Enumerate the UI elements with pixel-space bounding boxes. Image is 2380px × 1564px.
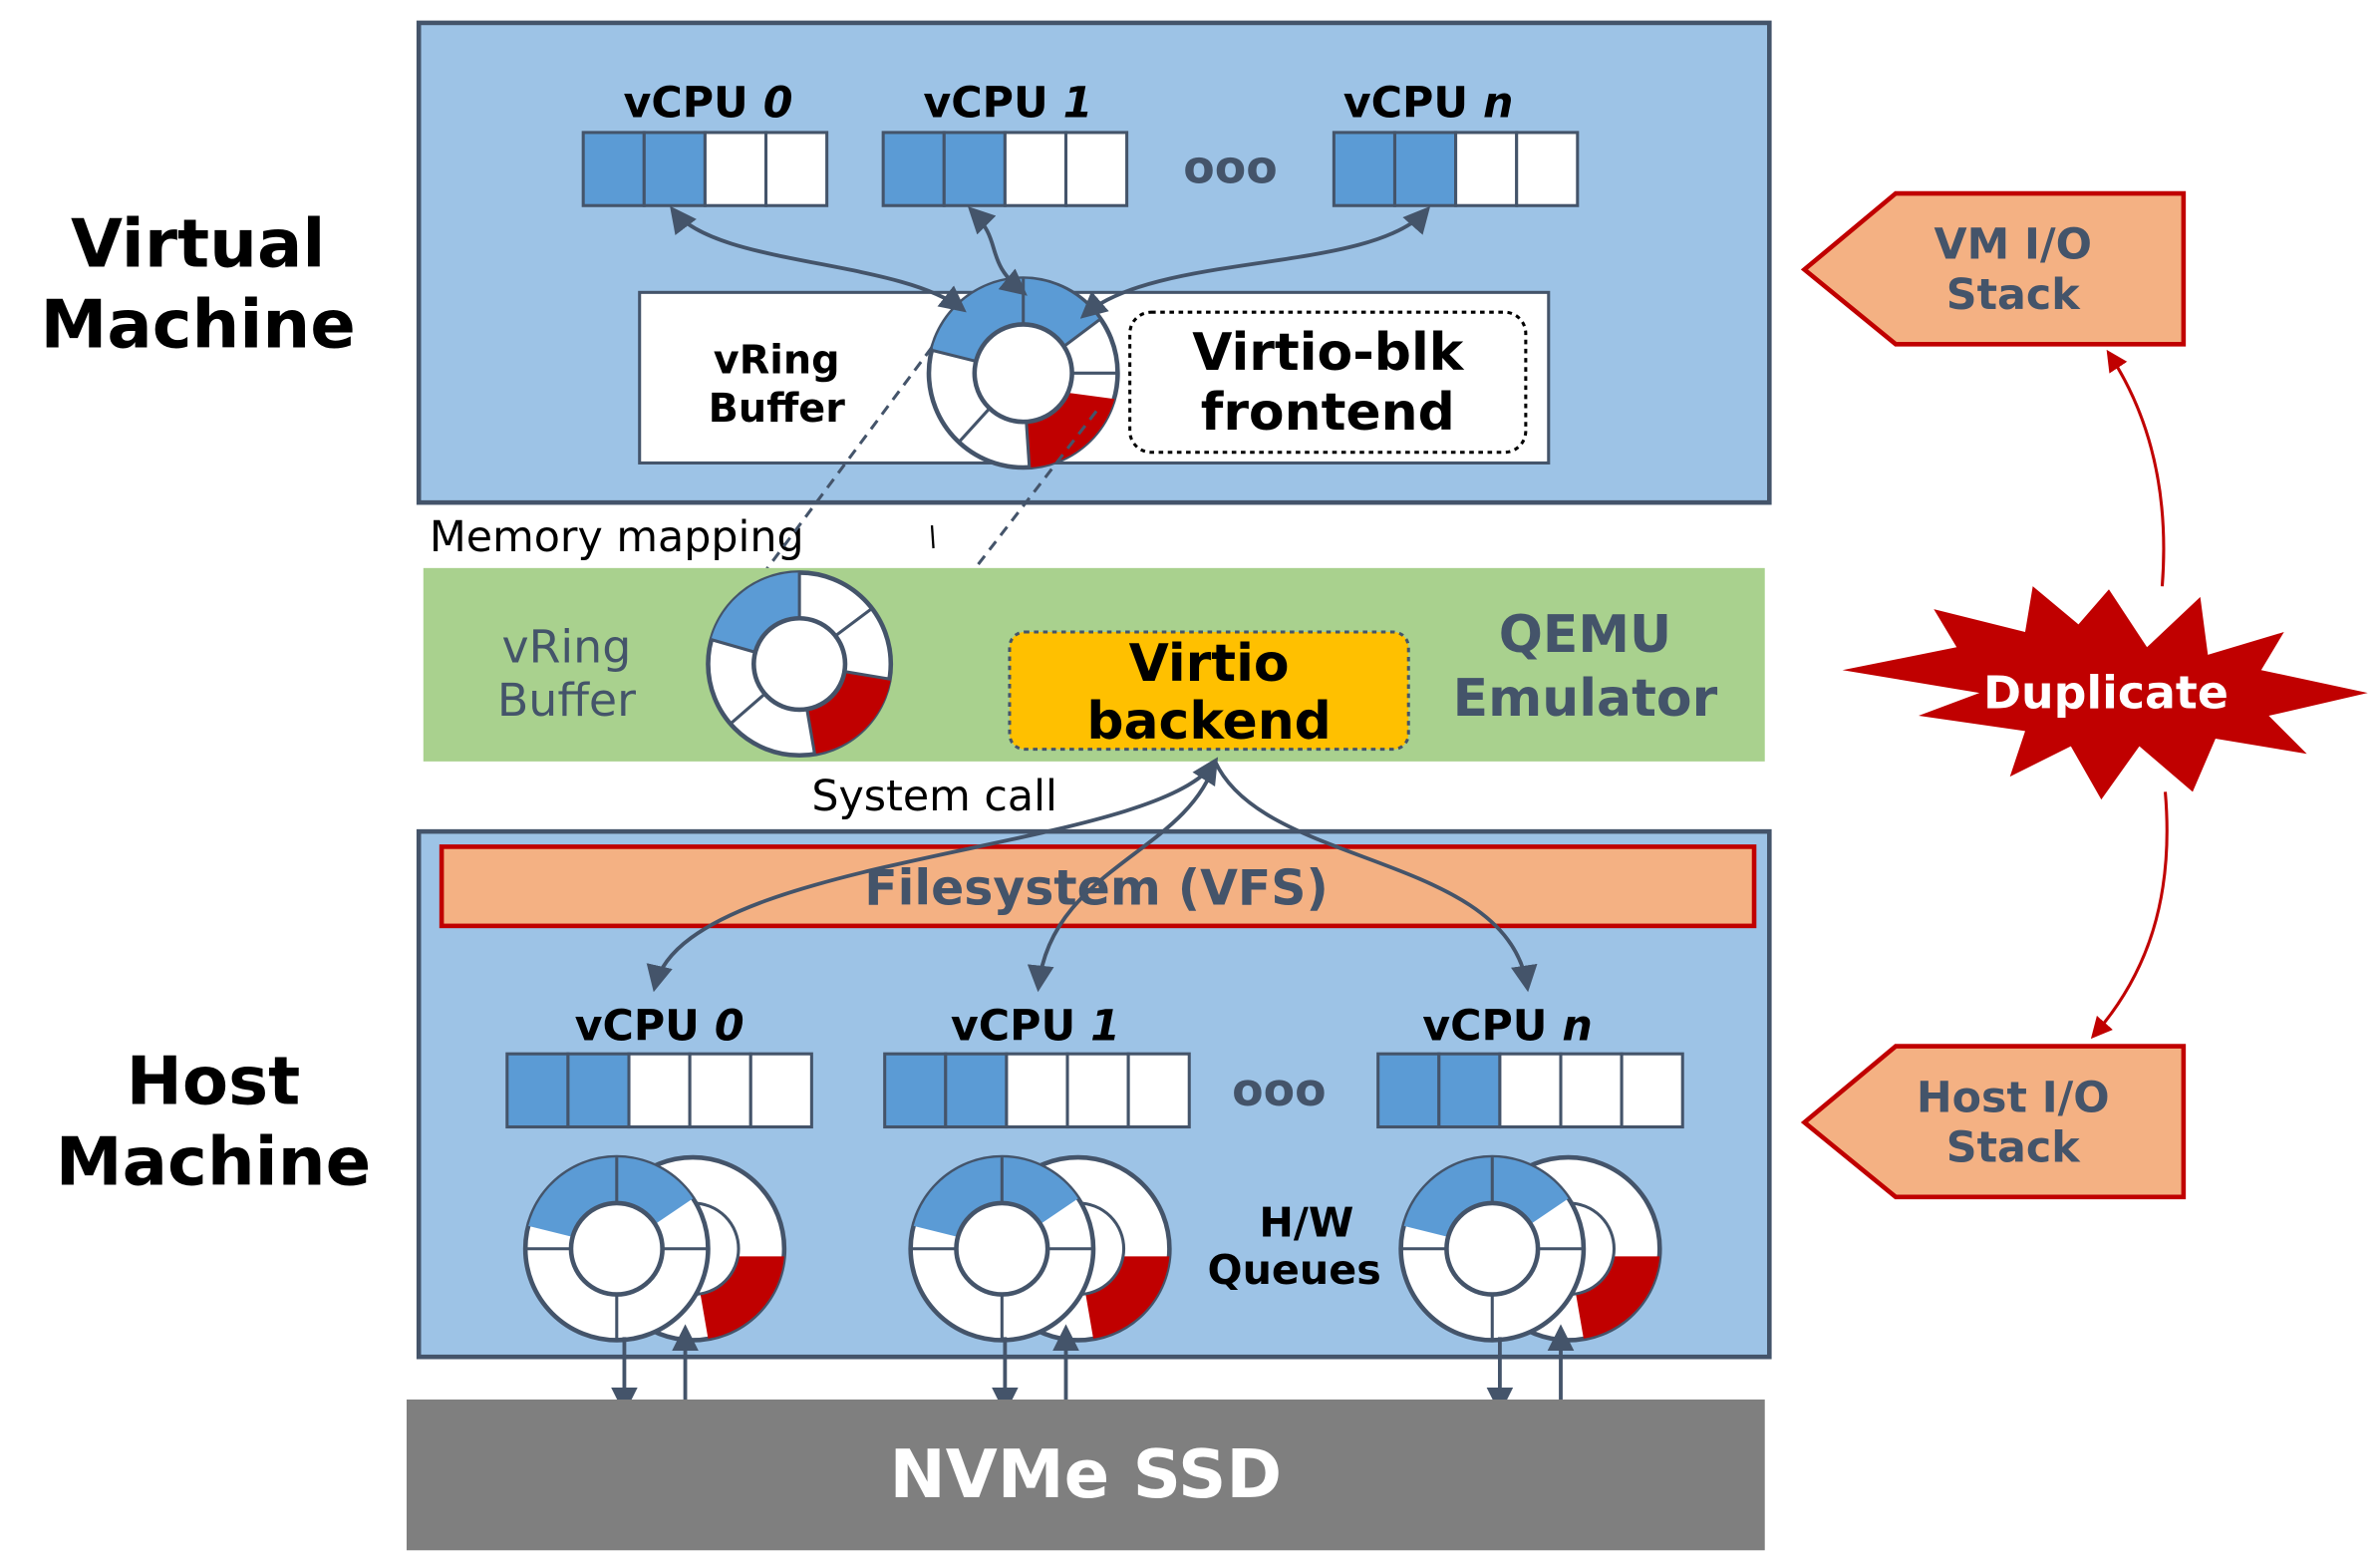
host-vcpu-0-label: vCPU 0 <box>575 1001 744 1051</box>
host-machine-label-line2: Machine <box>56 1123 371 1201</box>
vm-vcpu-1-label: vCPU 1 <box>923 79 1092 129</box>
host-machine-label-line1: Host <box>127 1043 301 1120</box>
host-vcpu-1-queue <box>883 1052 1191 1129</box>
virtio-backend-box <box>1008 630 1410 752</box>
virtual-machine-label-line2: Machine <box>40 285 355 363</box>
vm-vcpu-1-queue <box>881 131 1129 207</box>
host-io-stack-line1: Host I/O <box>1917 1073 2110 1122</box>
virtio-blk-frontend-line2: frontend <box>1201 383 1455 443</box>
vm-io-stack-tag: VM I/O Stack <box>1800 190 2187 347</box>
host-machine-box: Filesystem (VFS) vCPU 0 vCPU 1 vCPU n oo… <box>416 757 1772 1360</box>
vm-io-stack-line2: Stack <box>1946 270 2081 320</box>
virtual-machine-box: vCPU 0 vCPU 1 vCPU n ooo vRing Buffer <box>416 20 1772 505</box>
vm-vring-buffer-label-line1: vRing <box>714 337 840 383</box>
vm-vcpu-n-queue <box>1332 131 1580 207</box>
vm-vcpu-ring-arrows <box>670 205 1431 319</box>
duplicate-burst: Duplicate <box>1842 586 2368 800</box>
hw-queues-label-line1: H/W <box>1259 1199 1353 1247</box>
host-vcpu-0-queue <box>505 1052 813 1129</box>
virtual-machine-label-line1: Virtual <box>71 204 325 282</box>
ring-ssd-arrows <box>611 1324 1575 1414</box>
virtio-backend-line1: Virtio <box>1129 634 1290 694</box>
vm-io-stack-line1: VM I/O <box>1934 220 2092 270</box>
qemu-vring-ring <box>706 570 894 759</box>
duplicate-label: Duplicate <box>1983 665 2229 719</box>
system-call-arrows <box>646 757 1538 993</box>
qemu-name-line1: QEMU <box>1499 605 1671 665</box>
hw-queue-rings-n <box>1398 1154 1662 1343</box>
hw-queue-rings-0 <box>522 1154 787 1343</box>
vm-ellipsis: ooo <box>1183 140 1277 193</box>
duplicate-arrows <box>2090 349 2169 1040</box>
host-vcpu-n-queue <box>1376 1052 1684 1129</box>
host-vcpu-1-label: vCPU 1 <box>951 1001 1120 1051</box>
host-ellipsis: ooo <box>1232 1063 1326 1116</box>
vm-vcpu-0-label: vCPU 0 <box>623 79 792 129</box>
hw-queue-rings-1 <box>908 1154 1172 1343</box>
nvme-ssd-bar: NVMe SSD <box>406 1400 1765 1551</box>
qemu-vring-buffer-label-line2: Buffer <box>497 673 636 727</box>
host-vcpu-n-label: vCPU n <box>1422 1001 1593 1051</box>
hw-queues-label-line2: Queues <box>1208 1246 1381 1294</box>
virtio-blk-frontend-line1: Virtio-blk <box>1192 323 1465 383</box>
vm-vcpu-0-queue <box>581 131 829 207</box>
nvme-ssd-label: NVMe SSD <box>889 1435 1282 1513</box>
qemu-name-line2: Emulator <box>1453 669 1718 729</box>
filesystem-vfs-label: Filesystem (VFS) <box>864 859 1329 916</box>
system-call-label: System call <box>811 772 1057 821</box>
vm-vcpu-n-label: vCPU n <box>1343 79 1514 129</box>
host-io-stack-tag: Host I/O Stack <box>1800 1044 2187 1200</box>
memory-mapping-tick <box>930 524 935 549</box>
virtio-backend-line2: backend <box>1086 692 1332 752</box>
vm-vring-buffer-label-line2: Buffer <box>709 386 846 432</box>
host-io-stack-line2: Stack <box>1946 1123 2081 1173</box>
memory-mapping-label: Memory mapping <box>430 512 804 562</box>
qemu-vring-buffer-label-line1: vRing <box>501 620 631 674</box>
qemu-emulator-band: vRing Buffer Virtio backend QEMU Emulato… <box>423 567 1765 762</box>
